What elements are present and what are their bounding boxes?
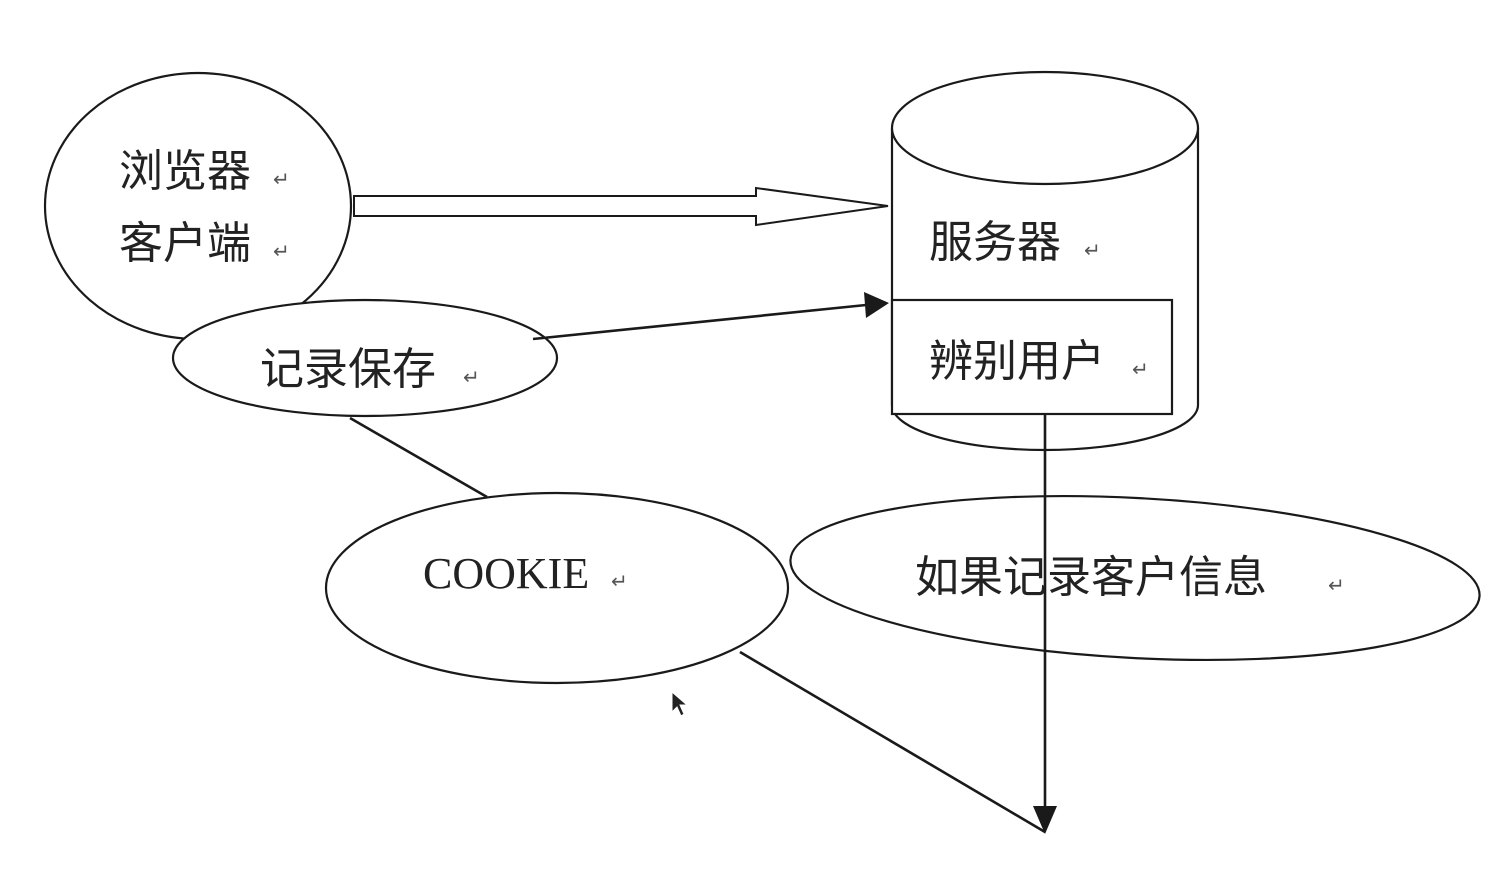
browser-client-ellipse xyxy=(43,71,353,341)
paragraph-mark-icon: ↵ xyxy=(1328,573,1345,597)
identify-user-label: 辨别用户 xyxy=(929,336,1105,387)
cookie-label: COOKIE xyxy=(423,549,589,598)
paragraph-mark-icon: ↵ xyxy=(1084,238,1101,262)
paragraph-mark-icon: ↵ xyxy=(273,239,290,263)
record-save-label: 记录保存 xyxy=(260,344,436,395)
identify-down-arrow xyxy=(1033,414,1057,834)
identify-user-box xyxy=(890,298,1174,416)
client-info-label: 如果记录客户信息 xyxy=(915,552,1267,603)
paragraph-mark-icon: ↵ xyxy=(273,167,290,191)
paragraph-mark-icon: ↵ xyxy=(1132,357,1149,381)
mouse-pointer-icon xyxy=(671,690,689,717)
connector-cookie-bottom xyxy=(739,650,1046,834)
paragraph-mark-icon: ↵ xyxy=(463,365,480,389)
record-save-ellipse xyxy=(171,298,559,418)
paragraph-mark-icon: ↵ xyxy=(611,569,628,593)
cookie-ellipse xyxy=(324,491,790,685)
client-info-ellipse xyxy=(789,494,1481,662)
request-arrow xyxy=(353,186,889,227)
server-label: 服务器 xyxy=(929,217,1061,268)
connector-record-cookie xyxy=(349,416,488,499)
browser-label-line2: 客户端 xyxy=(119,218,251,269)
record-to-server-arrow xyxy=(532,292,889,341)
browser-label-line1: 浏览器 xyxy=(119,146,251,197)
